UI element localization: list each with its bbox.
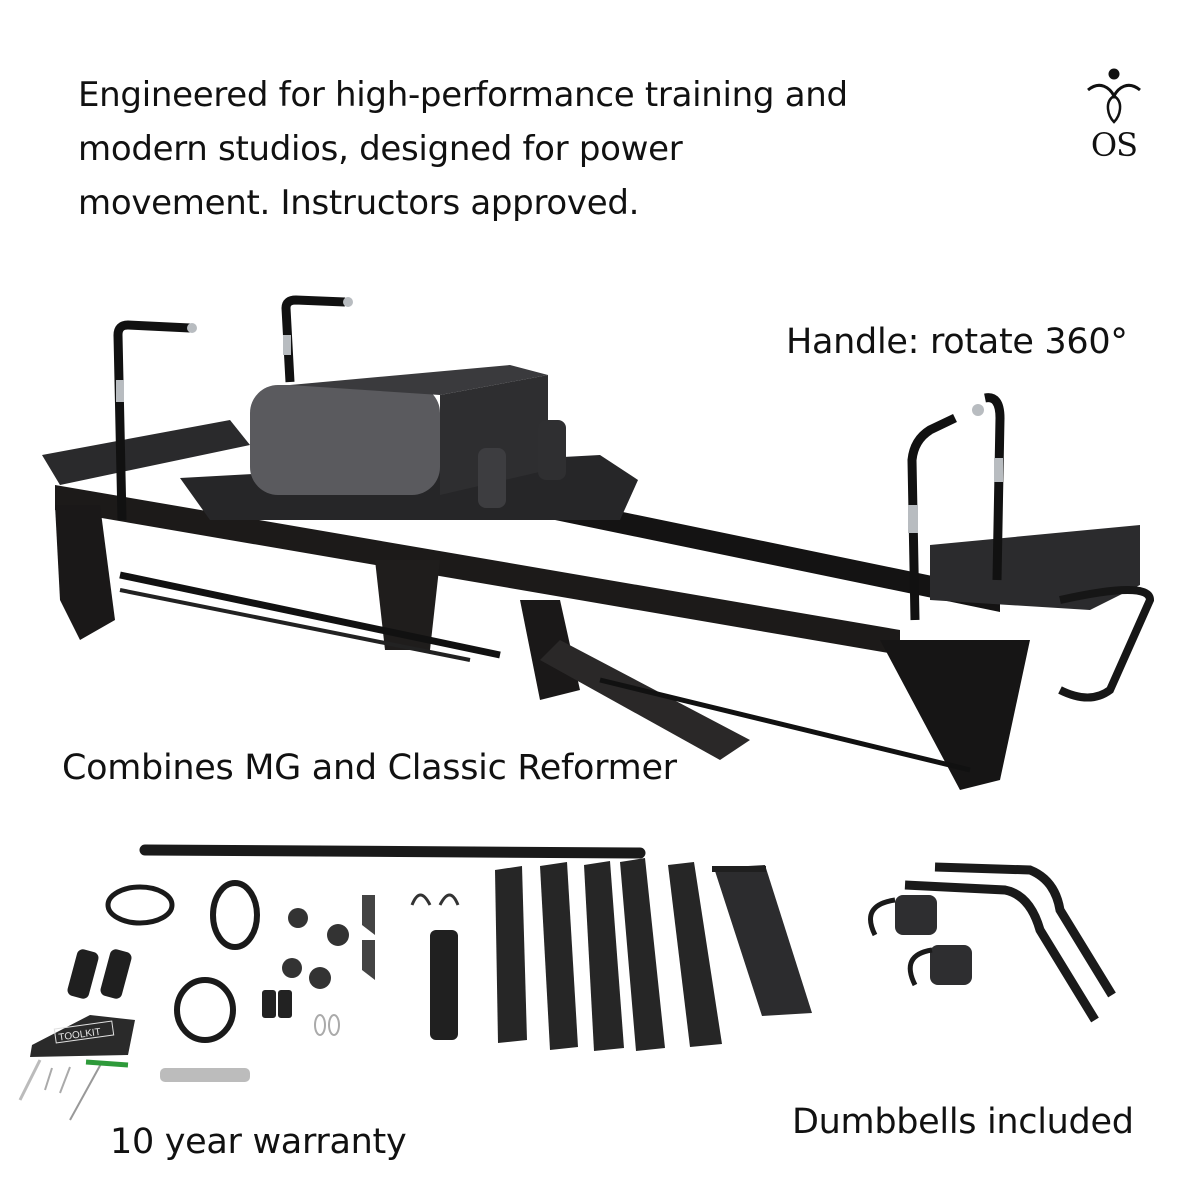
callout-warranty: 10 year warranty: [110, 1122, 407, 1162]
figure-logo-icon: [1087, 68, 1141, 124]
headline-line-2: modern studios, designed for power: [78, 129, 683, 169]
callout-dumbbells: Dumbbells included: [792, 1102, 1134, 1142]
callout-handle-rotate: Handle: rotate 360°: [786, 322, 1128, 362]
headline-line-1: Engineered for high-performance training…: [78, 75, 848, 115]
headline-line-3: movement. Instructors approved.: [78, 183, 640, 223]
callout-combines: Combines MG and Classic Reformer: [62, 748, 677, 788]
logo-text: OS: [1090, 126, 1138, 164]
brand-logo: OS: [1082, 66, 1146, 166]
headline-text: Engineered for high-performance training…: [78, 68, 858, 230]
